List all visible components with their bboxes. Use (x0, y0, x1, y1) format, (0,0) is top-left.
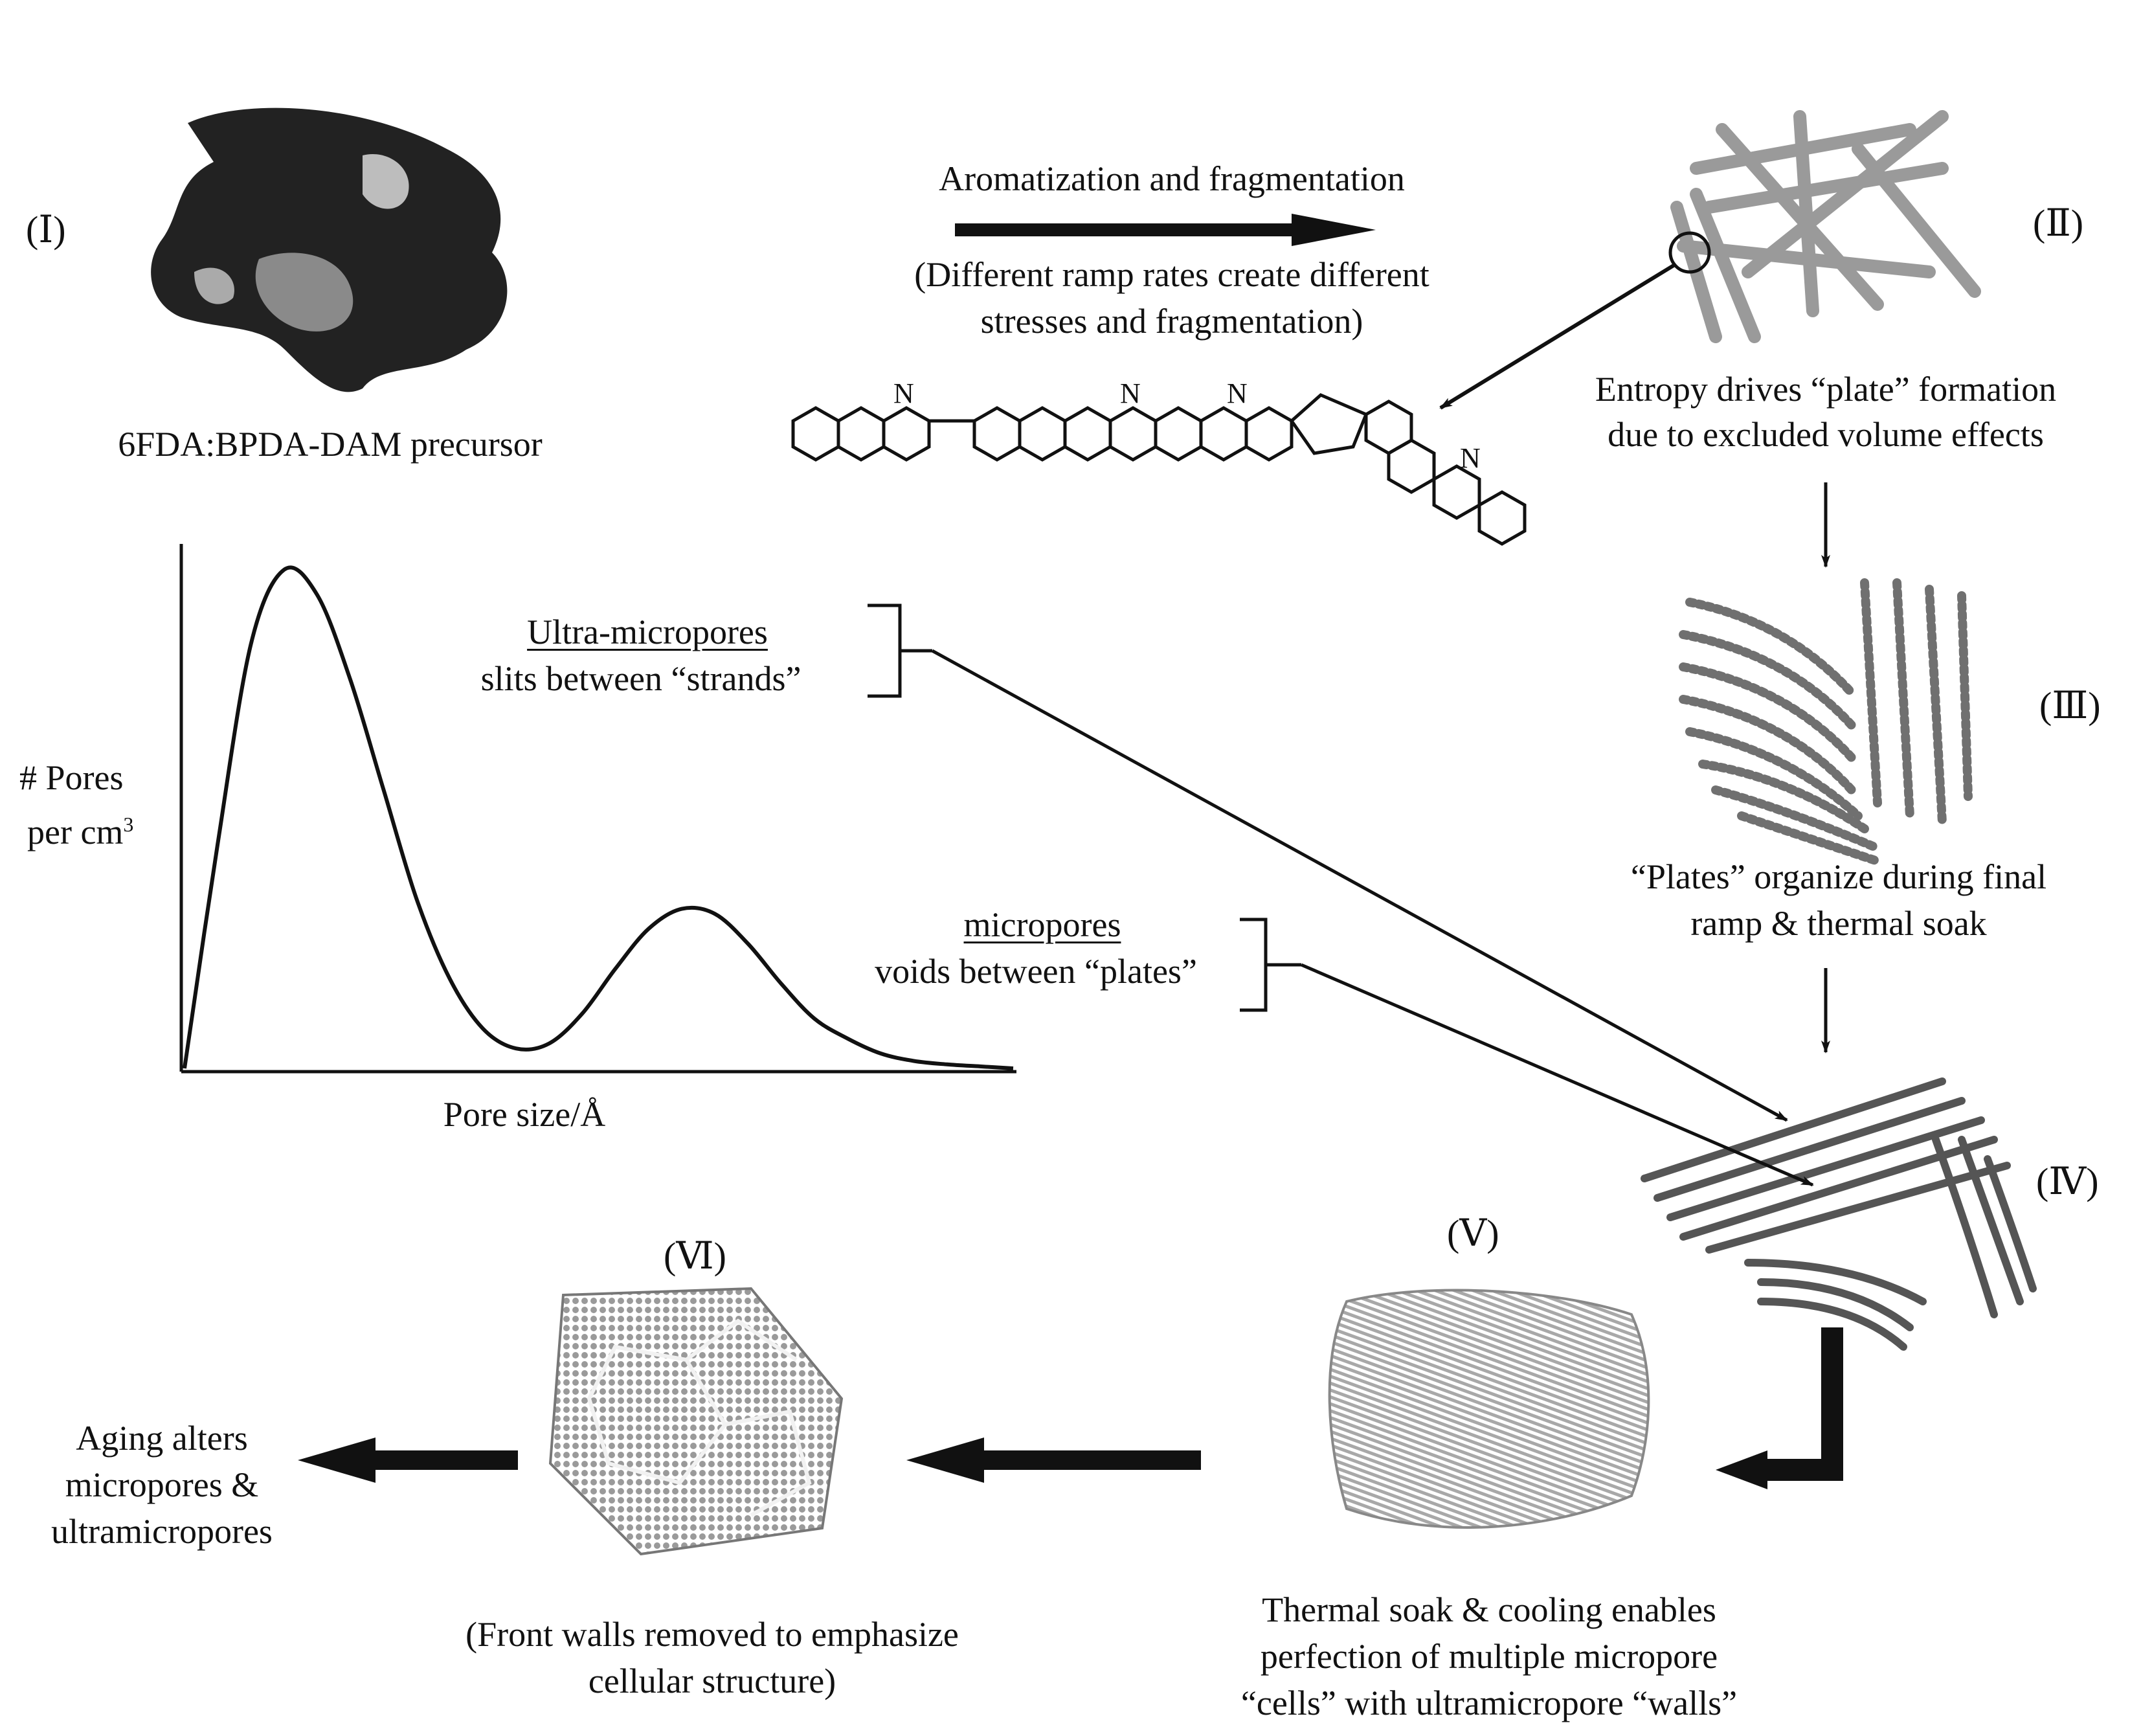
ultramicropore-pointer (931, 649, 1788, 1122)
pore-distribution-curve (183, 565, 1014, 1070)
stage-label-5: (Ⅴ) (1447, 1212, 1499, 1254)
l-arrow-4-5 (1748, 1327, 1843, 1481)
chart-ylabel-unit: per cm (27, 813, 124, 851)
l-arrow-4-5-head (1716, 1450, 1767, 1489)
ultramicropore-bracket (868, 603, 932, 698)
cellular-structure-image (548, 1287, 844, 1556)
stage5-caption-3: “cells” with ultramicropore “walls” (1240, 1684, 1738, 1722)
stacked-plates-image (1641, 1077, 2037, 1351)
aromatic-fragment-structure (791, 393, 1527, 546)
chart-ylabel-1: # Pores (19, 758, 124, 797)
stage2-caption-2: due to excluded volume effects (1608, 415, 2044, 454)
micropore-description: voids between “plates” (875, 952, 1197, 991)
fragmentation-title: Aromatization and fragmentation (939, 159, 1405, 198)
strand-zoom-circle (1668, 231, 1711, 274)
micropore-bracket (1240, 918, 1301, 1012)
ultramicropore-description: slits between “strands” (480, 659, 801, 698)
chart-xlabel: Pore size/Å (443, 1095, 606, 1134)
nitrogen-label: N (1120, 378, 1141, 409)
stage5-caption-2: perfection of multiple micropore (1260, 1637, 1718, 1676)
aging-caption-2: micropores & (65, 1465, 259, 1504)
stage-label-6: (Ⅵ) (664, 1235, 726, 1277)
nitrogen-label: N (1227, 378, 1248, 409)
micropore-cells-image (1328, 1289, 1650, 1529)
micropore-pointer (1301, 963, 1814, 1187)
aging-caption-3: ultramicropores (51, 1512, 273, 1551)
stage5-caption-1: Thermal soak & cooling enables (1262, 1590, 1716, 1629)
stage3-caption-2: ramp & thermal soak (1690, 904, 1987, 943)
strand-network-image (1670, 110, 1981, 343)
aging-caption-1: Aging alters (76, 1419, 248, 1458)
stage-label-1: (Ⅰ) (26, 209, 66, 251)
stage6-caption-2: cellular structure) (588, 1662, 836, 1700)
fragmentation-note-1: (Different ramp rates create different (914, 255, 1429, 294)
zoom-pointer-arrow (1439, 264, 1675, 410)
nitrogen-labels: N N N N (893, 378, 1481, 474)
precursor-label: 6FDA:BPDA-DAM precursor (118, 425, 543, 464)
precursor-molecule-image (151, 107, 508, 392)
stage2-caption-1: Entropy drives “plate” formation (1595, 370, 2057, 409)
fragmentation-arrow (955, 214, 1376, 246)
arrow-5-6 (906, 1437, 1201, 1483)
stage3-caption-1: “Plates” organize during final (1630, 857, 2047, 896)
nitrogen-label: N (1460, 442, 1481, 474)
stage-label-4: (Ⅳ) (2036, 1160, 2099, 1202)
stage6-caption-1: (Front walls removed to emphasize (465, 1615, 959, 1654)
arrow-6-aging (298, 1437, 518, 1483)
nitrogen-label: N (893, 378, 914, 409)
pore-size-chart (179, 544, 1016, 1074)
chart-ylabel-2: per cm3 (27, 801, 170, 855)
fragmentation-note-2: stresses and fragmentation) (980, 302, 1363, 341)
stage-label-3: (Ⅲ) (2039, 684, 2101, 727)
plates-image (1679, 578, 1973, 866)
chart-ylabel-exponent: 3 (123, 813, 134, 836)
micropore-title: micropores (963, 905, 1121, 944)
stage-label-2: (Ⅱ) (2033, 202, 2084, 244)
ultramicropore-title: Ultra-micropores (527, 613, 768, 651)
